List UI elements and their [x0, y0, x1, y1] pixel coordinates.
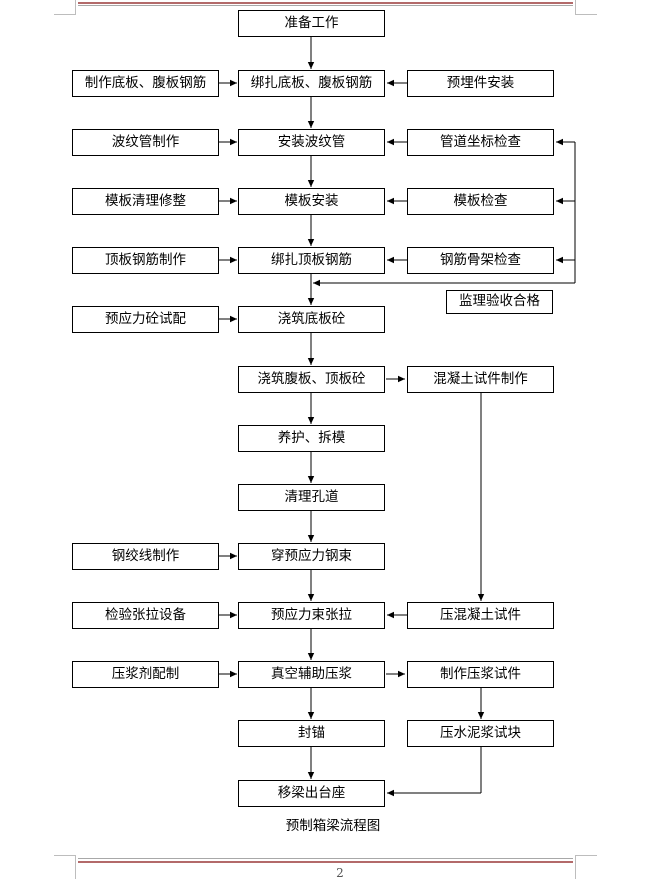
crop-mark-bottom-left — [75, 855, 76, 879]
step-clean-ducts: 清理孔道 — [238, 484, 385, 511]
footer-rule-grey — [78, 858, 573, 859]
input-concrete-trial-mix: 预应力砼试配 — [72, 306, 219, 333]
crop-mark-bottom-left-h — [54, 855, 76, 856]
crop-mark-bottom-right-h — [575, 855, 597, 856]
step-prepare: 准备工作 — [238, 10, 385, 37]
input-check-tension-equipment: 检验张拉设备 — [72, 602, 219, 629]
test-make-grout-specimen: 制作压浆试件 — [407, 661, 554, 688]
check-formwork: 模板检查 — [407, 188, 554, 215]
step-thread-tendons: 穿预应力钢束 — [238, 543, 385, 570]
figure-caption: 预制箱梁流程图 — [285, 818, 381, 834]
test-press-grout-block: 压水泥浆试块 — [407, 720, 554, 747]
step-cure-demold: 养护、拆模 — [238, 425, 385, 452]
step-tie-bottom-web-rebar: 绑扎底板、腹板钢筋 — [238, 70, 385, 97]
crop-mark-top-left-h — [54, 14, 76, 15]
step-seal-anchor: 封锚 — [238, 720, 385, 747]
crop-mark-top-left — [75, 0, 76, 14]
header-rule-grey — [78, 5, 573, 6]
input-make-bottom-web-rebar: 制作底板、腹板钢筋 — [72, 70, 219, 97]
input-make-top-rebar: 顶板钢筋制作 — [72, 247, 219, 274]
footer-rule-red — [78, 861, 573, 863]
input-make-strands: 钢绞线制作 — [72, 543, 219, 570]
step-tension-tendons: 预应力束张拉 — [238, 602, 385, 629]
input-clean-formwork: 模板清理修整 — [72, 188, 219, 215]
check-duct-coordinates: 管道坐标检查 — [407, 129, 554, 156]
check-rebar-cage: 钢筋骨架检查 — [407, 247, 554, 274]
check-embedded-parts: 预埋件安装 — [407, 70, 554, 97]
step-tie-top-rebar: 绑扎顶板钢筋 — [238, 247, 385, 274]
step-vacuum-grouting: 真空辅助压浆 — [238, 661, 385, 688]
crop-mark-top-right — [575, 0, 576, 14]
step-install-duct: 安装波纹管 — [238, 129, 385, 156]
crop-mark-top-right-h — [575, 14, 597, 15]
header-rule-red — [78, 2, 573, 4]
input-make-duct: 波纹管制作 — [72, 129, 219, 156]
page-number: 2 — [336, 866, 344, 880]
step-move-beam: 移梁出台座 — [238, 780, 385, 807]
step-install-formwork: 模板安装 — [238, 188, 385, 215]
step-pour-web-top-slab: 浇筑腹板、顶板砼 — [238, 366, 385, 393]
test-make-concrete-specimen: 混凝土试件制作 — [407, 366, 554, 393]
input-grout-agent-mix: 压浆剂配制 — [72, 661, 219, 688]
step-pour-bottom-slab: 浇筑底板砼 — [238, 306, 385, 333]
supervisor-approval: 监理验收合格 — [446, 290, 553, 314]
test-press-concrete-specimen: 压混凝土试件 — [407, 602, 554, 629]
crop-mark-bottom-right — [575, 855, 576, 879]
